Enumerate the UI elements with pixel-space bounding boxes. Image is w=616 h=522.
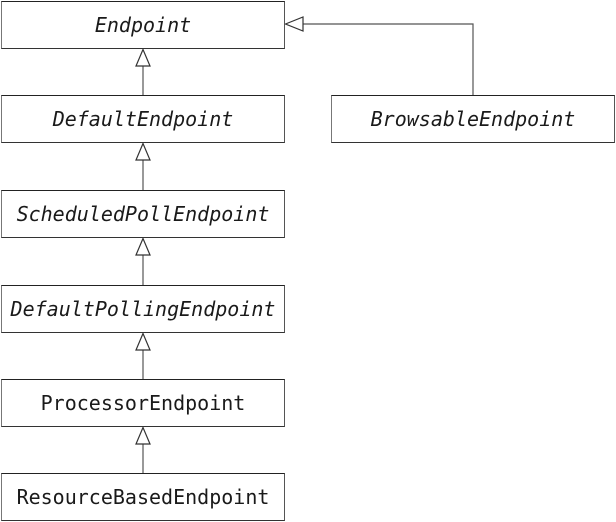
class-box-processor-endpoint[interactable]: ProcessorEndpoint bbox=[1, 379, 285, 427]
class-name-scheduled-poll-endpoint: ScheduledPollEndpoint bbox=[16, 202, 270, 226]
class-box-default-endpoint[interactable]: DefaultEndpoint bbox=[1, 95, 285, 143]
edge-processor-endpoint-to-default-polling-endpoint bbox=[135, 331, 151, 379]
class-box-endpoint[interactable]: Endpoint bbox=[1, 1, 285, 49]
class-box-default-polling-endpoint[interactable]: DefaultPollingEndpoint bbox=[1, 285, 285, 333]
class-box-browsable-endpoint[interactable]: BrowsableEndpoint bbox=[331, 95, 615, 143]
class-name-resource-based-endpoint: ResourceBasedEndpoint bbox=[16, 485, 270, 509]
edge-browsable-endpoint-to-endpoint bbox=[283, 16, 474, 95]
class-name-default-polling-endpoint: DefaultPollingEndpoint bbox=[10, 297, 276, 321]
edge-default-endpoint-to-endpoint bbox=[135, 47, 151, 95]
edge-default-polling-endpoint-to-scheduled-poll-endpoint bbox=[135, 236, 151, 285]
edge-resource-based-endpoint-to-processor-endpoint bbox=[135, 425, 151, 473]
class-name-endpoint: Endpoint bbox=[94, 13, 192, 37]
edge-scheduled-poll-endpoint-to-default-endpoint bbox=[135, 141, 151, 190]
class-name-browsable-endpoint: BrowsableEndpoint bbox=[370, 107, 576, 131]
class-name-processor-endpoint: ProcessorEndpoint bbox=[40, 391, 246, 415]
class-box-resource-based-endpoint[interactable]: ResourceBasedEndpoint bbox=[1, 473, 285, 521]
class-name-default-endpoint: DefaultEndpoint bbox=[52, 107, 234, 131]
class-box-scheduled-poll-endpoint[interactable]: ScheduledPollEndpoint bbox=[1, 190, 285, 238]
